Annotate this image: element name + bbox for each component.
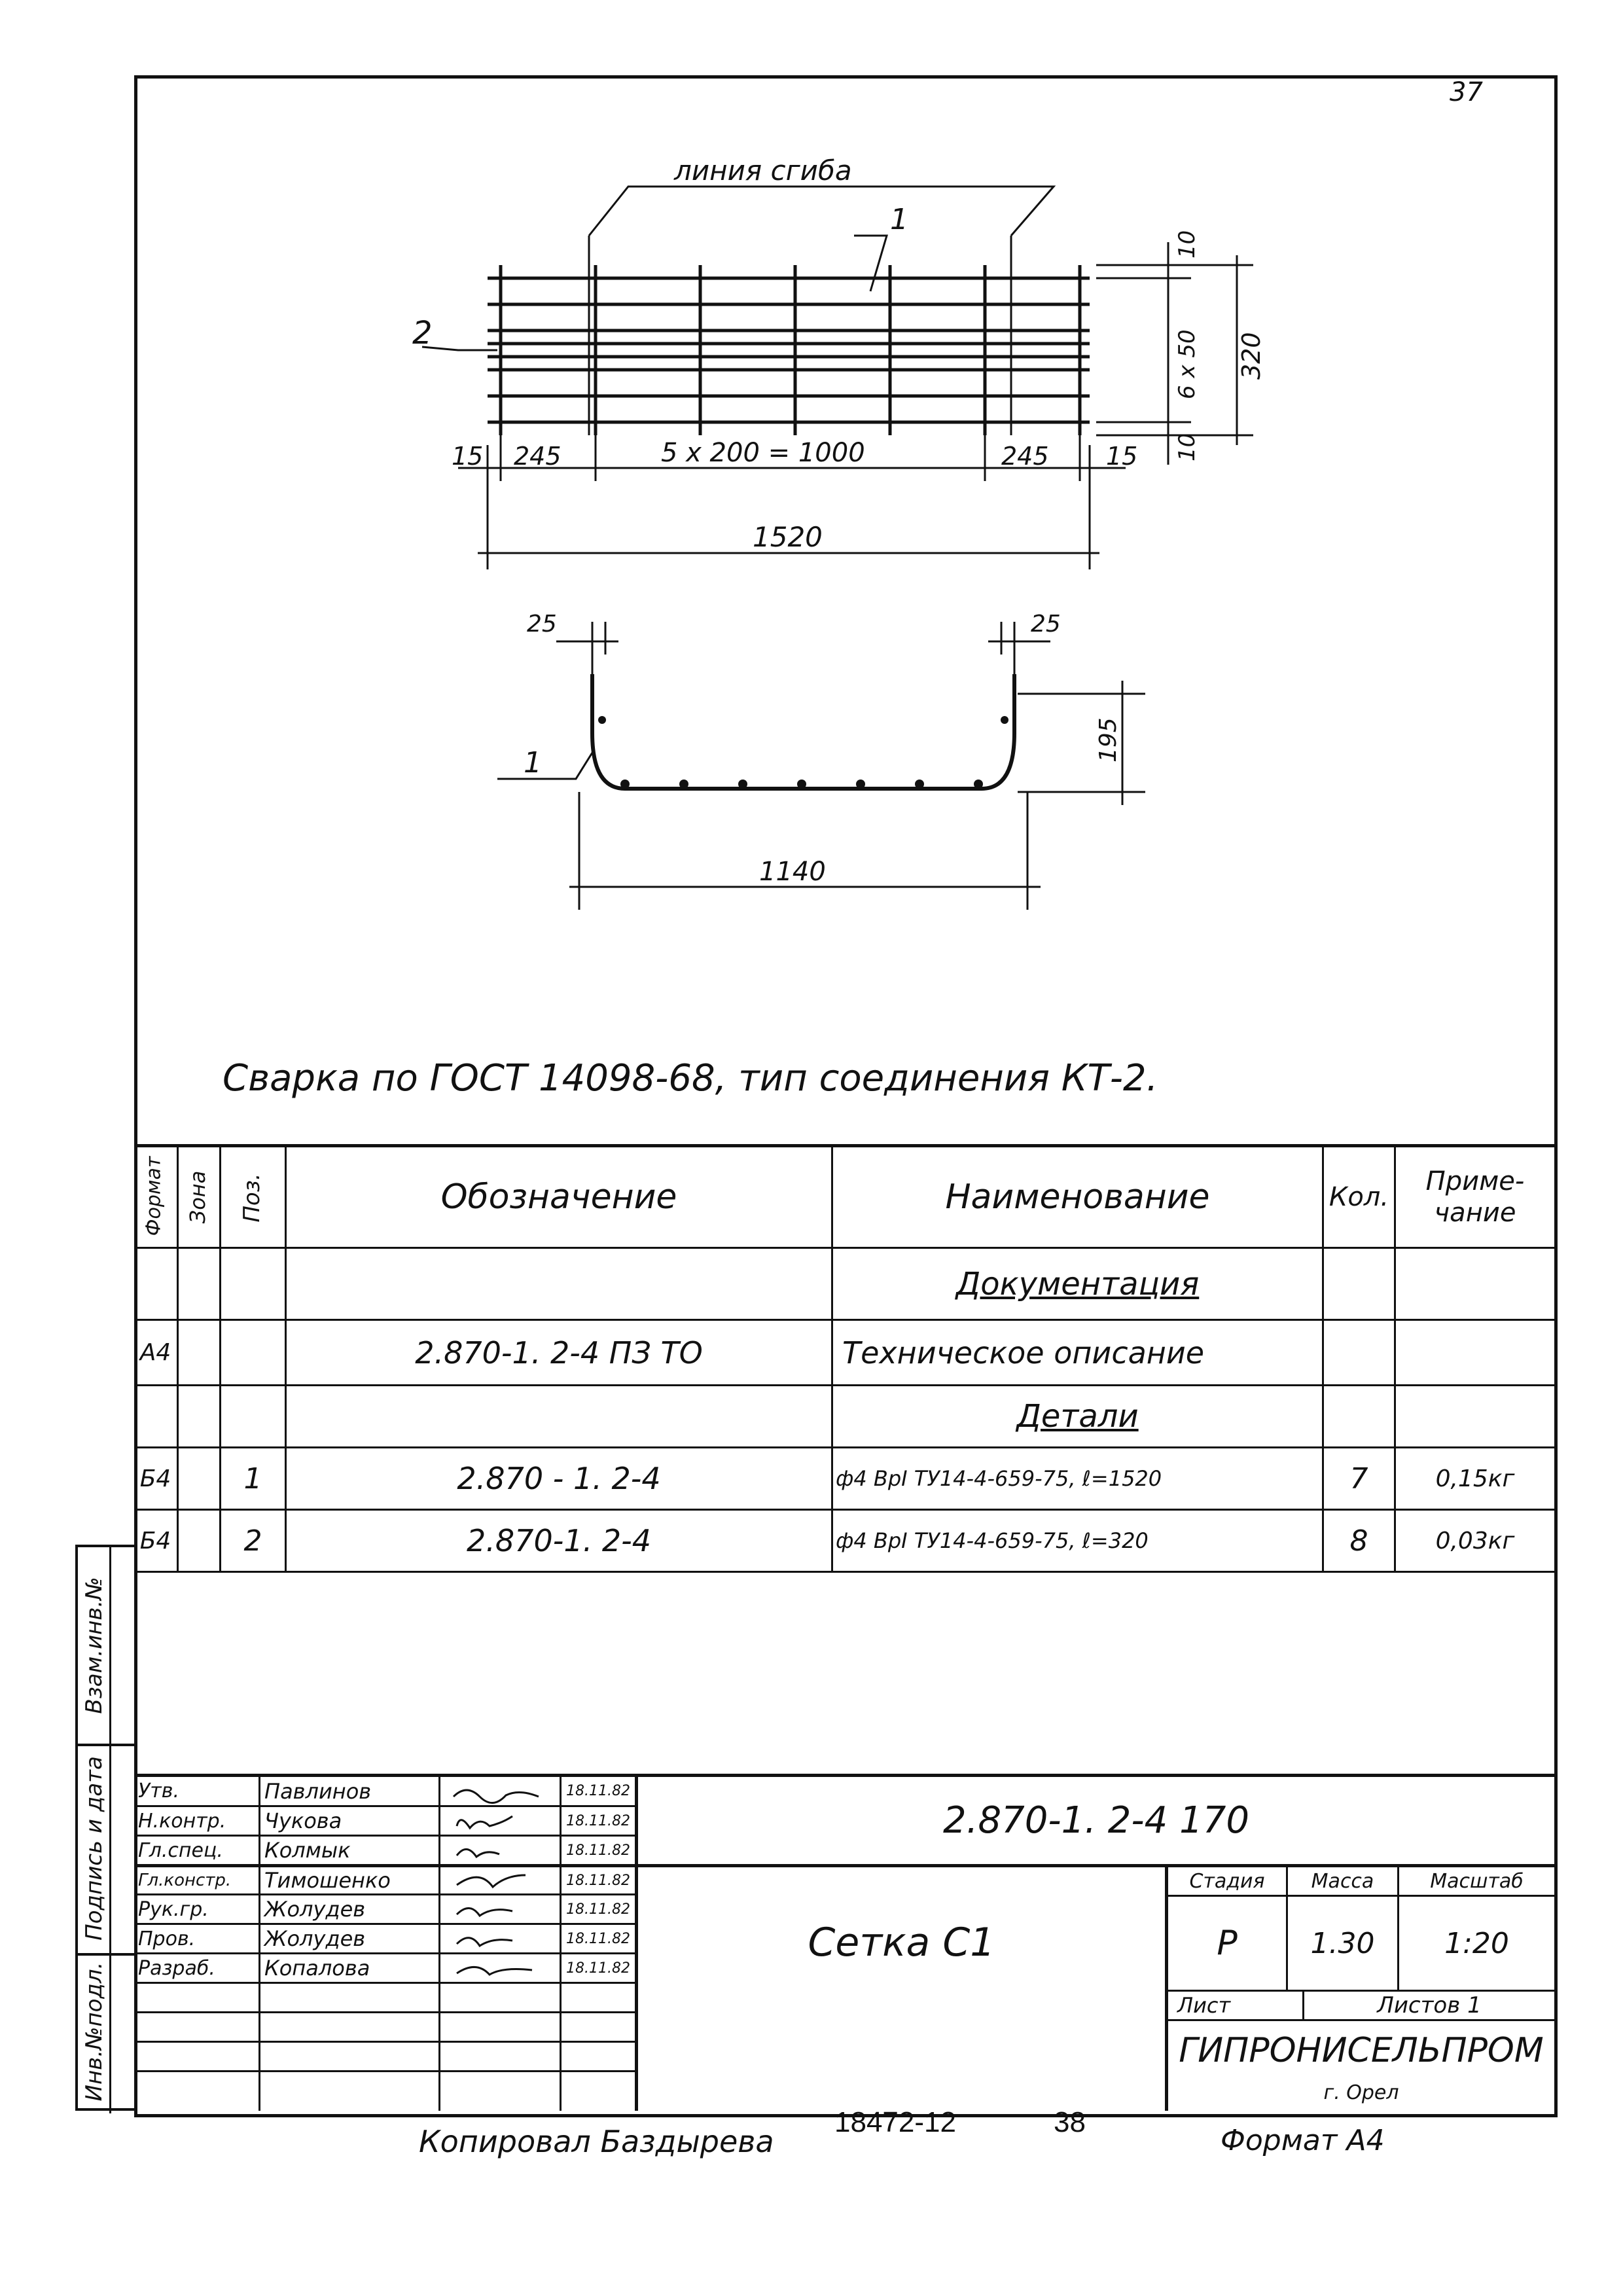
signer-5-date: 18.11.82 — [566, 1930, 630, 1947]
sheet-frame — [134, 75, 1558, 2117]
dim-1140: 1140 — [759, 857, 826, 887]
footer-copied: Копировал Баздырева — [419, 2124, 774, 2159]
dim-15-left: 15 — [452, 442, 483, 471]
signer-2-date: 18.11.82 — [566, 1842, 630, 1859]
spec-row-3-note: 0,15кг — [1435, 1465, 1515, 1492]
dim-total-h: 320 — [1237, 332, 1266, 380]
stage-label: Стадия — [1189, 1869, 1265, 1893]
hdr-qty: Кол. — [1329, 1182, 1389, 1212]
mass-label: Масса — [1311, 1869, 1374, 1893]
dim-span: 5 х 200 = 1000 — [661, 438, 865, 468]
pos2-label: 2 — [412, 315, 433, 351]
spec-row-1-format: А4 — [139, 1339, 171, 1366]
signer-2-role: Гл.спец. — [138, 1839, 223, 1862]
doc-code: 2.870-1. 2-4 170 — [943, 1799, 1249, 1842]
signer-0-date: 18.11.82 — [566, 1783, 630, 1799]
spec-row-4-format: Б4 — [139, 1527, 171, 1554]
signer-6-date: 18.11.82 — [566, 1960, 630, 1977]
spec-row-2-name: Детали — [1016, 1398, 1139, 1435]
side-inv-podl: Инв.№подл. — [81, 1962, 107, 2102]
org-name: ГИПРОНИСЕЛЬПРОМ — [1179, 2031, 1544, 2070]
hdr-format: Формат — [142, 1156, 166, 1236]
spec-row-3-pos: 1 — [243, 1462, 262, 1496]
sheets-label: Листов 1 — [1377, 1992, 1482, 2018]
signatures — [452, 1789, 539, 1976]
mesh-drawing: линия сгиба 1 2 15 245 5 х 200 = 1000 24… — [412, 154, 1266, 910]
hdr-note: Приме-чание — [1425, 1166, 1525, 1228]
pos1-label: 1 — [890, 203, 908, 236]
dim-25-right: 25 — [1031, 611, 1061, 637]
stage-value: Р — [1217, 1924, 1238, 1963]
spec-row-3-format: Б4 — [139, 1465, 171, 1492]
side-vzam: Взам.инв.№ — [81, 1577, 107, 1714]
spec-row-4-name: ф4 ВрI ТУ14-4-659-75, ℓ=320 — [836, 1528, 1149, 1553]
footer-order: 18472-12 — [834, 2106, 956, 2138]
hdr-name: Наименование — [945, 1177, 1210, 1217]
signer-1-date: 18.11.82 — [566, 1812, 630, 1829]
dim-mid: 6 х 50 — [1174, 329, 1200, 399]
dim-245-left: 245 — [514, 442, 562, 471]
dim-top-10: 10 — [1174, 230, 1200, 259]
welding-note: Сварка по ГОСТ 14098-68, тип соединения … — [223, 1057, 1158, 1100]
footer-page: 38 — [1054, 2106, 1086, 2138]
spec-row-0-name: Документация — [955, 1265, 1200, 1302]
signer-3-date: 18.11.82 — [566, 1872, 630, 1889]
sheet-number: 37 — [1450, 77, 1483, 107]
signer-6-role: Разраб. — [138, 1956, 215, 1980]
hdr-pos: Поз. — [239, 1173, 265, 1223]
signer-4-role: Рук.гр. — [138, 1897, 209, 1921]
signer-4-date: 18.11.82 — [566, 1901, 630, 1918]
side-stamp: Взам.инв.№ Подпись и дата Инв.№подл. — [75, 1545, 137, 2113]
title-block: Утв. Павлинов 18.11.82 Н.контр. Чукова 1… — [134, 1774, 1554, 2111]
signer-1-role: Н.контр. — [138, 1809, 226, 1833]
spec-row-1-designation: 2.870-1. 2-4 ПЗ ТО — [415, 1335, 703, 1371]
spec-row-4-note: 0,03кг — [1435, 1527, 1515, 1554]
dim-195: 195 — [1095, 717, 1122, 762]
dim-25-left: 25 — [527, 611, 557, 637]
signer-5-name: Жолудев — [264, 1926, 366, 1951]
spec-row-4-pos: 2 — [243, 1524, 262, 1558]
dim-bottom-10: 10 — [1174, 433, 1200, 461]
sheet-label: Лист — [1177, 1993, 1231, 2018]
section-pos1-label: 1 — [524, 746, 542, 780]
signer-2-name: Колмык — [264, 1838, 351, 1863]
hdr-designation: Обозначение — [440, 1177, 677, 1217]
spec-row-3-qty: 7 — [1349, 1462, 1368, 1496]
signer-6-name: Копалова — [264, 1956, 370, 1981]
item-name: Сетка С1 — [808, 1920, 995, 1965]
scale-value: 1:20 — [1444, 1926, 1509, 1960]
signer-0-role: Утв. — [138, 1780, 179, 1803]
spec-table: Формат Зона Поз. Обозначение Наименовани… — [134, 1144, 1554, 1596]
side-podpis: Подпись и дата — [81, 1756, 107, 1941]
scale-label: Масштаб — [1430, 1869, 1524, 1893]
footer-format: Формат А4 — [1221, 2124, 1385, 2157]
fold-line-label: линия сгиба — [673, 154, 852, 187]
spec-row-4-qty: 8 — [1349, 1524, 1368, 1558]
spec-row-1-name: Техническое описание — [842, 1335, 1205, 1371]
dim-15-right: 15 — [1106, 442, 1137, 471]
spec-row-3-designation: 2.870 - 1. 2-4 — [457, 1461, 661, 1496]
signer-5-role: Пров. — [138, 1927, 196, 1950]
signer-3-role: Гл.констр. — [138, 1871, 232, 1890]
dim-245-right: 245 — [1001, 442, 1049, 471]
signer-1-name: Чукова — [264, 1808, 342, 1833]
dim-total-len: 1520 — [753, 521, 823, 553]
org-city: г. Орел — [1323, 2081, 1399, 2104]
hdr-zone: Зона — [185, 1170, 210, 1224]
signer-3-name: Тимошенко — [264, 1868, 391, 1893]
spec-row-4-designation: 2.870-1. 2-4 — [467, 1523, 651, 1558]
signer-4-name: Жолудев — [264, 1897, 366, 1922]
signer-0-name: Павлинов — [264, 1778, 372, 1804]
mass-value: 1.30 — [1310, 1926, 1375, 1960]
spec-row-3-name: ф4 ВрI ТУ14-4-659-75, ℓ=1520 — [836, 1466, 1162, 1491]
